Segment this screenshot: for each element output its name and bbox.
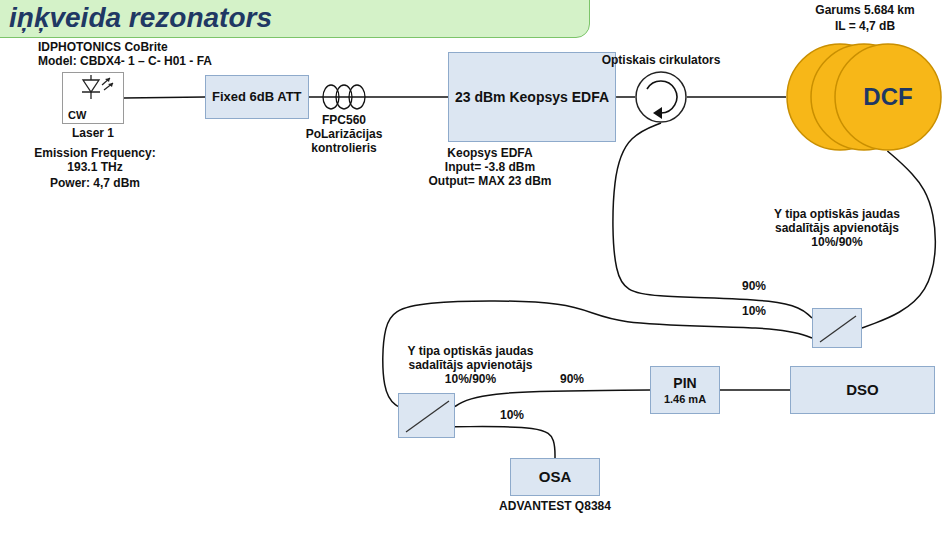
node-subtext: Laser 1 (72, 126, 114, 140)
node-text: OSA (539, 468, 572, 486)
optical-circulator: Optiskais cirkulators (635, 71, 687, 123)
annotation-label: Output= MAX 23 dBm (410, 174, 570, 188)
fiber-connector (616, 96, 635, 98)
splitter-box: Y tipa optiskās jaudas sadalītājs apvien… (398, 393, 455, 438)
fiber-connector (862, 151, 935, 328)
node-text: DCF (848, 83, 928, 111)
node-text: Fixed 6dB ATT (212, 89, 302, 105)
spectrum-analyzer-box: OSAADVANTEST Q8384 (510, 458, 600, 496)
node-text: PIN (673, 375, 696, 392)
split-symbol (399, 394, 454, 437)
node-subtext: ADVANTEST Q8384 (499, 499, 611, 513)
annotation-label: 10% (500, 408, 524, 422)
node-text: Y tipa optiskās jaudas sadalītājs apvien… (755, 207, 920, 249)
annotation-label: Emission Frequency: 193.1 THz (22, 146, 168, 174)
title: iņķveida rezonators (9, 0, 589, 37)
split-symbol (813, 309, 861, 347)
annotation-label: 90% (560, 372, 584, 386)
node-text: Optiskais cirkulators (581, 53, 741, 67)
node-text: CW (68, 109, 86, 121)
annotation-label: 10% (742, 304, 766, 318)
splitter-box: Y tipa optiskās jaudas sadalītājs apvien… (812, 308, 862, 348)
fiber-connector (455, 390, 650, 407)
annotation-label: Input= -3.8 dBm (410, 160, 570, 174)
annotation-label: IDPHOTONICS CoBrite (38, 40, 168, 54)
oscilloscope-box: DSO (790, 366, 935, 414)
annotation-label: IL = 4,7 dB (790, 19, 940, 33)
annotation-label: Power: 4,7 dBm (22, 176, 168, 190)
fiber-spool: DCF (786, 43, 942, 151)
annotation-label: 90% (742, 279, 766, 293)
fiber-connector (720, 389, 790, 391)
node-text: DSO (846, 381, 879, 399)
attenuator-box: Fixed 6dB ATT (205, 75, 309, 119)
photodiode-box: PIN1.46 mA (650, 366, 720, 414)
node-text: Y tipa optiskās jaudas sadalītājs apvien… (388, 344, 553, 386)
fiber-connector (687, 96, 786, 98)
polarization-controller: FPC560 PoLarizācijas kontrolieris (318, 83, 370, 111)
laser-source: CWLaser 1 (62, 72, 124, 124)
fiber-connector (383, 301, 812, 407)
title-banner: iņķveida rezonators (0, 0, 590, 38)
fiber-connector (370, 96, 448, 98)
annotation-label: Model: CBDX4- 1 – C- H01 - FA (38, 54, 212, 68)
fiber-connector (309, 96, 318, 98)
circ-symbol (635, 71, 687, 123)
fiber-connector (455, 427, 555, 458)
annotation-label: Keopsys EDFA (410, 146, 570, 160)
coil-symbol (318, 83, 370, 111)
amplifier-box: 23 dBm Keopsys EDFA (448, 52, 616, 142)
node-text: FPC560 PoLarizācijas kontrolieris (288, 113, 400, 155)
annotation-label: Garums 5.684 km (790, 3, 940, 17)
node-subtext: 1.46 mA (664, 392, 706, 406)
node-text: 23 dBm Keopsys EDFA (455, 88, 609, 107)
fiber-connector (124, 97, 205, 98)
